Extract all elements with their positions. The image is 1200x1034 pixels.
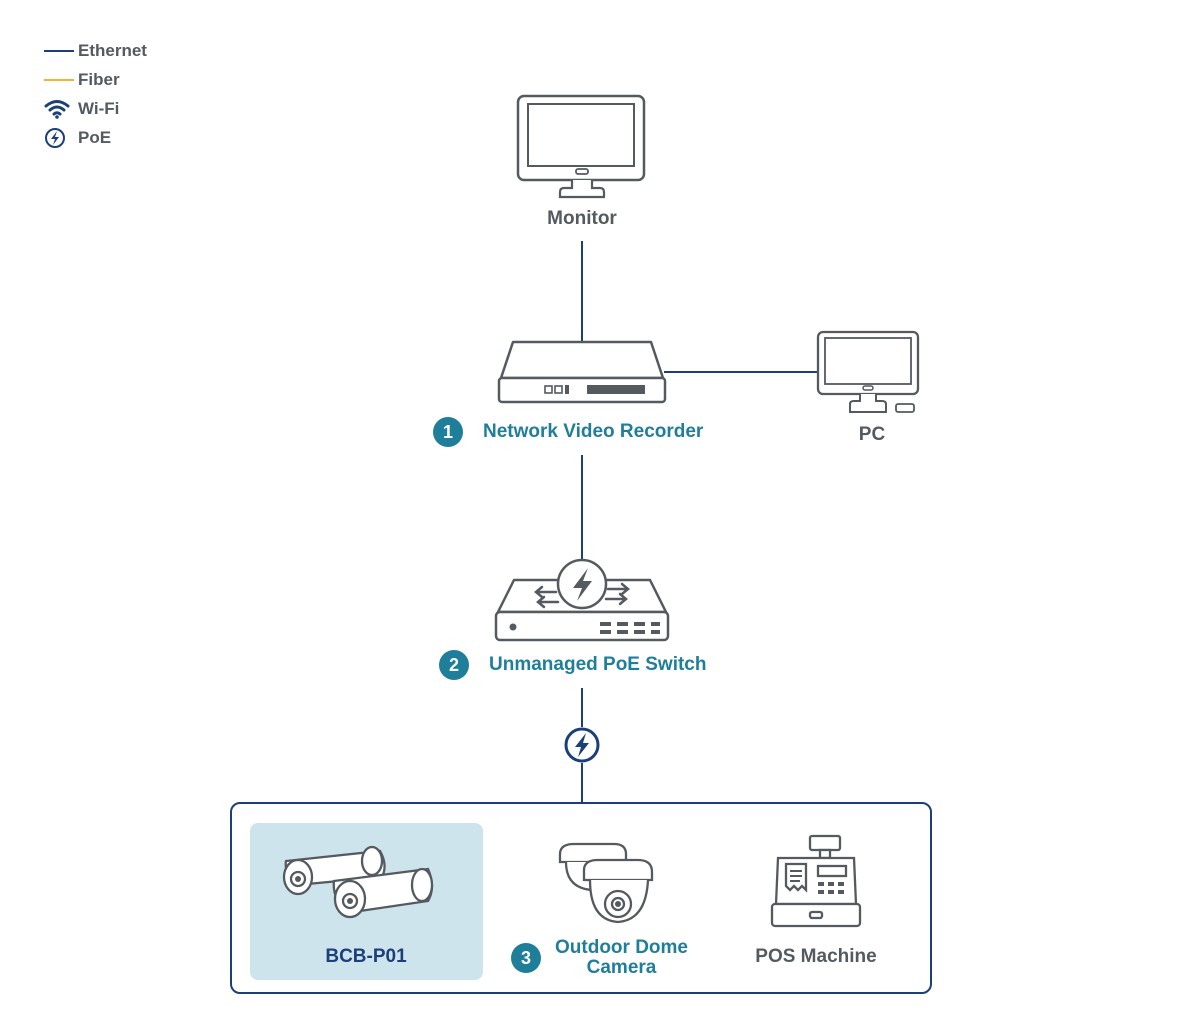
- fiber-line-swatch: [44, 78, 74, 81]
- legend-item-ethernet: Ethernet: [44, 36, 264, 65]
- poe-bolt-icon: [564, 727, 600, 763]
- legend-label: PoE: [78, 127, 112, 147]
- nvr-label-row: 1 Network Video Recorder: [433, 417, 703, 447]
- wifi-icon: [44, 99, 70, 119]
- step-badge-3: 3: [511, 943, 541, 973]
- ethernet-line-swatch: [44, 49, 74, 52]
- poe-bolt-icon: [45, 127, 65, 148]
- monitor-icon: [516, 94, 646, 199]
- dome-camera-icon: [558, 842, 654, 924]
- switch-label-row: 2 Unmanaged PoE Switch: [439, 650, 706, 680]
- switch-label: Unmanaged PoE Switch: [489, 654, 707, 675]
- legend: Ethernet Fiber Wi-Fi PoE: [44, 36, 264, 152]
- legend-item-fiber: Fiber: [44, 65, 264, 94]
- pc-label: PC: [858, 424, 886, 445]
- dome-label-row: 3 Outdoor Dome Camera: [511, 938, 688, 978]
- endpoint-devices-group: [230, 802, 932, 994]
- legend-item-wifi: Wi-Fi: [44, 94, 264, 123]
- legend-label: Wi-Fi: [78, 98, 120, 118]
- legend-label: Fiber: [78, 69, 120, 89]
- pos-label: POS Machine: [755, 946, 877, 967]
- nvr-icon: [497, 340, 667, 404]
- legend-label: Ethernet: [78, 40, 147, 60]
- bcb-label: BCB-P01: [325, 946, 407, 967]
- step-badge-2: 2: [439, 650, 469, 680]
- dome-label-line2: Camera: [586, 957, 657, 978]
- dome-label-line1: Outdoor Dome: [555, 937, 688, 958]
- step-badge-1: 1: [433, 417, 463, 447]
- poe-switch-icon: [494, 558, 670, 642]
- pc-icon: [816, 330, 920, 413]
- bullet-camera-icon: [282, 845, 434, 919]
- monitor-label: Monitor: [547, 208, 617, 229]
- legend-item-poe: PoE: [44, 123, 264, 152]
- nvr-label: Network Video Recorder: [483, 421, 704, 442]
- pos-machine-icon: [770, 834, 862, 928]
- dome-label: Outdoor Dome Camera: [555, 938, 688, 978]
